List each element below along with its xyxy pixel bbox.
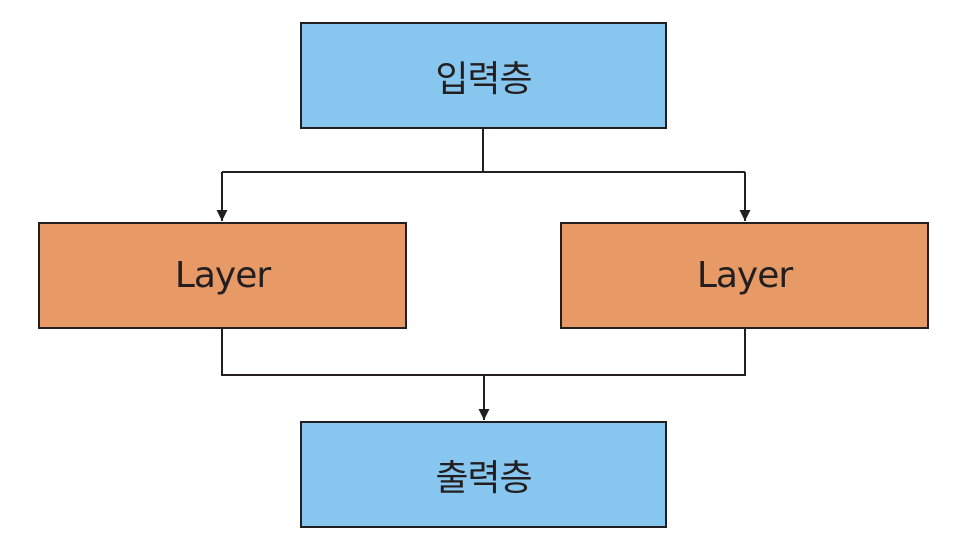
input-layer-label: 입력층 [435,58,532,100]
input-layer-box: 입력층 [300,22,667,129]
layer-label-right: Layer [696,255,793,296]
layer-label-left: Layer [174,255,271,296]
layer-box-left: Layer [38,222,407,329]
output-layer-label: 출력층 [435,457,532,499]
edge-layers-to-output [221,329,746,376]
edge-input-to-layers [222,129,745,173]
output-layer-box: 출력층 [300,421,667,528]
layer-box-right: Layer [560,222,929,329]
